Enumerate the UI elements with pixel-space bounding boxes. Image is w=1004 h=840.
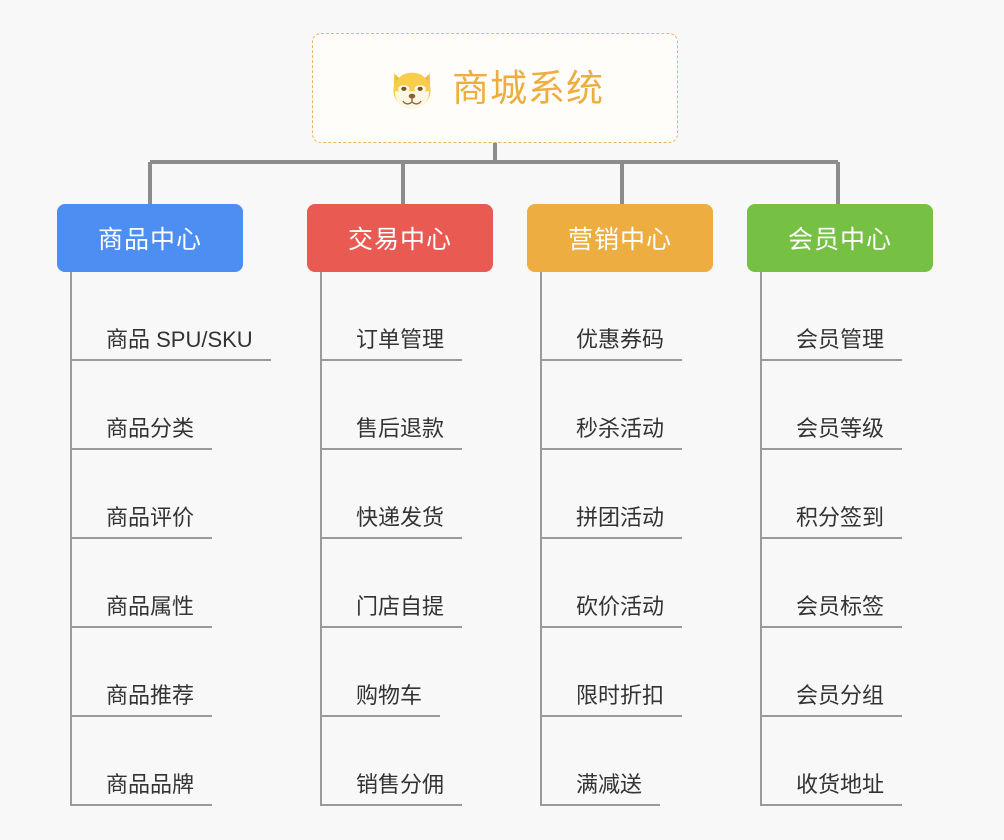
leaf-label: 秒杀活动: [542, 416, 683, 450]
leaf-item[interactable]: 商品品牌: [72, 717, 271, 806]
leaf-label: 商品推荐: [72, 683, 213, 717]
branch-column-2: 交易中心 订单管理 售后退款 快递发货 门店自提 购物车 销售分佣: [307, 204, 493, 806]
shiba-dog-face-icon: [393, 72, 431, 110]
leaf-label: 门店自提: [322, 594, 463, 628]
leaf-label: 拼团活动: [542, 505, 683, 539]
branch-items-1: 商品 SPU/SKU 商品分类 商品评价 商品属性 商品推荐 商品品牌: [70, 272, 271, 806]
leaf-label: 限时折扣: [542, 683, 683, 717]
branch-items-2: 订单管理 售后退款 快递发货 门店自提 购物车 销售分佣: [320, 272, 493, 806]
root-node[interactable]: 商城系统: [312, 33, 678, 143]
leaf-item[interactable]: 收货地址: [762, 717, 933, 806]
branch-items-4: 会员管理 会员等级 积分签到 会员标签 会员分组 收货地址: [760, 272, 933, 806]
leaf-label: 购物车: [322, 683, 441, 717]
leaf-item[interactable]: 商品属性: [72, 539, 271, 628]
leaf-label: 商品 SPU/SKU: [72, 327, 271, 361]
leaf-label: 优惠券码: [542, 327, 683, 361]
leaf-item[interactable]: 拼团活动: [542, 450, 713, 539]
branch-header-4[interactable]: 会员中心: [747, 204, 933, 272]
leaf-label: 会员管理: [762, 327, 903, 361]
leaf-item[interactable]: 优惠券码: [542, 272, 713, 361]
leaf-label: 商品评价: [72, 505, 213, 539]
leaf-item[interactable]: 会员等级: [762, 361, 933, 450]
leaf-item[interactable]: 砍价活动: [542, 539, 713, 628]
leaf-label: 销售分佣: [322, 772, 463, 806]
leaf-item[interactable]: 购物车: [322, 628, 493, 717]
leaf-item[interactable]: 会员分组: [762, 628, 933, 717]
leaf-label: 售后退款: [322, 416, 463, 450]
leaf-item[interactable]: 商品 SPU/SKU: [72, 272, 271, 361]
leaf-label: 商品属性: [72, 594, 213, 628]
leaf-label: 商品品牌: [72, 772, 213, 806]
leaf-label: 会员等级: [762, 416, 903, 450]
branch-column-4: 会员中心 会员管理 会员等级 积分签到 会员标签 会员分组 收货地址: [747, 204, 933, 806]
branch-header-3[interactable]: 营销中心: [527, 204, 713, 272]
leaf-item[interactable]: 订单管理: [322, 272, 493, 361]
branch-column-1: 商品中心 商品 SPU/SKU 商品分类 商品评价 商品属性 商品推荐 商品品牌: [57, 204, 271, 806]
root-title: 商城系统: [452, 67, 604, 109]
leaf-item[interactable]: 积分签到: [762, 450, 933, 539]
leaf-item[interactable]: 会员管理: [762, 272, 933, 361]
branch-column-3: 营销中心 优惠券码 秒杀活动 拼团活动 砍价活动 限时折扣 满减送: [527, 204, 713, 806]
leaf-label: 快递发货: [322, 505, 463, 539]
leaf-label: 订单管理: [322, 327, 463, 361]
leaf-item[interactable]: 商品评价: [72, 450, 271, 539]
leaf-item[interactable]: 销售分佣: [322, 717, 493, 806]
leaf-label: 满减送: [542, 772, 661, 806]
leaf-item[interactable]: 快递发货: [322, 450, 493, 539]
leaf-label: 会员标签: [762, 594, 903, 628]
leaf-item[interactable]: 会员标签: [762, 539, 933, 628]
leaf-label: 积分签到: [762, 505, 903, 539]
leaf-item[interactable]: 商品推荐: [72, 628, 271, 717]
leaf-item[interactable]: 限时折扣: [542, 628, 713, 717]
branch-header-1[interactable]: 商品中心: [57, 204, 243, 272]
leaf-label: 商品分类: [72, 416, 213, 450]
leaf-item[interactable]: 满减送: [542, 717, 713, 806]
leaf-label: 砍价活动: [542, 594, 683, 628]
leaf-label: 会员分组: [762, 683, 903, 717]
leaf-item[interactable]: 售后退款: [322, 361, 493, 450]
branch-items-3: 优惠券码 秒杀活动 拼团活动 砍价活动 限时折扣 满减送: [540, 272, 713, 806]
branch-header-2[interactable]: 交易中心: [307, 204, 493, 272]
leaf-label: 收货地址: [762, 772, 903, 806]
leaf-item[interactable]: 秒杀活动: [542, 361, 713, 450]
leaf-item[interactable]: 门店自提: [322, 539, 493, 628]
leaf-item[interactable]: 商品分类: [72, 361, 271, 450]
